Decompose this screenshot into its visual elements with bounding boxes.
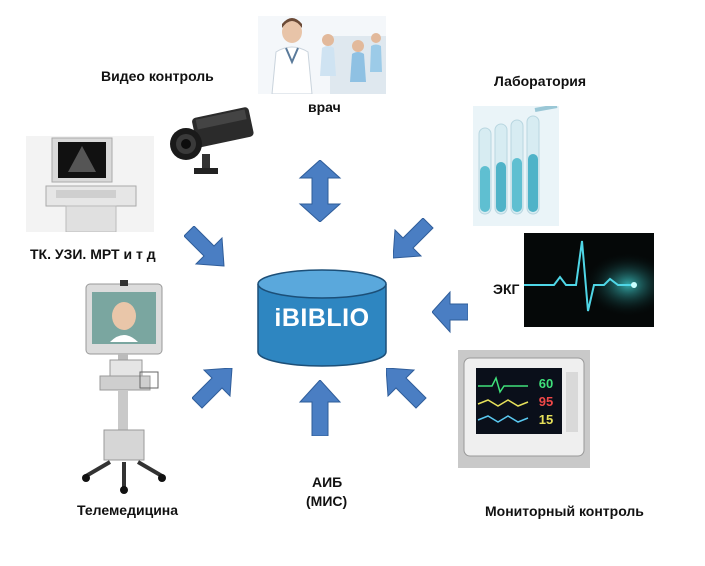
ecg-label: ЭКГ [493, 281, 520, 297]
arrow-telemedicine [192, 368, 233, 409]
monitor-reading-1: 60 [539, 376, 553, 391]
arrow-imaging [184, 226, 225, 267]
ultrasound-image [26, 136, 154, 232]
doctor-label: врач [308, 99, 341, 115]
arrow-aib [298, 380, 342, 436]
telemedicine-label: Телемедицина [77, 502, 179, 518]
video-camera-image [164, 104, 260, 176]
center-label: iBIBLIO [274, 304, 370, 332]
telemedicine-cart-image [80, 280, 180, 496]
monitor-label: Мониторный контроль [485, 503, 644, 519]
arrow-doctor [298, 160, 342, 222]
imaging-label: ТК. УЗИ. МРТ и т д [30, 246, 156, 262]
arrow-lab [393, 218, 434, 259]
patient-monitor-image: 60 95 15 [458, 350, 590, 468]
monitor-reading-3: 15 [539, 412, 553, 427]
monitor-reading-2: 95 [539, 394, 553, 409]
arrow-monitor [386, 368, 427, 409]
lab-label: Лаборатория [494, 73, 587, 89]
arrow-ecg [432, 290, 468, 334]
lab-tubes-image [473, 106, 559, 226]
aib-label-line1: АИБ [312, 474, 343, 490]
aib-label-line2: (МИС) [306, 493, 348, 509]
central-database: iBIBLIO [256, 268, 388, 368]
video-label: Видео контроль [101, 68, 214, 84]
ecg-image [524, 233, 654, 327]
doctors-photo [258, 16, 386, 94]
